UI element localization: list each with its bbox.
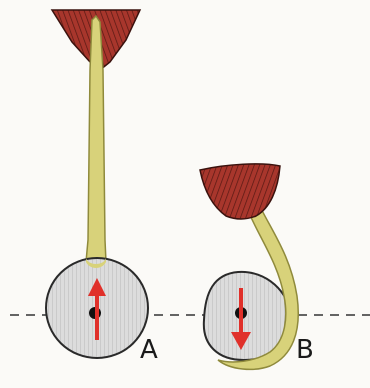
figure-b: B — [200, 164, 314, 369]
figure-a: A — [46, 10, 158, 365]
muscle-b — [200, 164, 280, 219]
label-b: B — [296, 335, 314, 365]
label-a: A — [140, 335, 158, 365]
